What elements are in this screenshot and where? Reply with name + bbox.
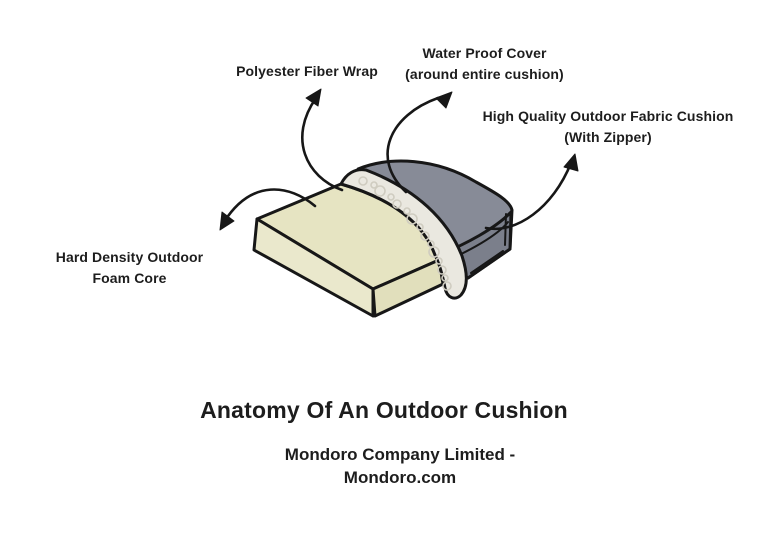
label-foam-core: Hard Density Outdoor Foam Core [55,249,204,286]
arrow-foam-core [219,188,317,231]
foam-core-left-face [252,217,375,318]
fiber-wrap-texture [358,176,452,291]
pointer-arrows [219,88,579,231]
arrow-water-proof [386,91,453,194]
arrow-fiber-wrap-curve [300,96,344,192]
arrow-foam-core-curve [222,188,317,224]
arrow-fabric-cushion-head-icon [563,153,579,172]
label-outdoor-fabric-cushion: High Quality Outdoor Fabric Cushion (Wit… [482,108,734,145]
arrow-fabric-cushion [484,153,579,231]
label-polyester-fiber-wrap: Polyester Fiber Wrap [236,63,378,79]
fiber-wrap-shape [339,168,468,300]
label-water-proof-cover: Water Proof Cover (around entire cushion… [405,45,564,82]
fabric-cover-seam-right [504,213,507,246]
diagram-title: Anatomy Of An Outdoor Cushion [200,397,568,423]
arrow-water-proof-curve [386,96,440,194]
arrow-water-proof-head-icon [435,91,453,109]
arrow-fabric-cushion-curve [484,161,573,231]
company-credit: Mondoro Company Limited - Mondoro.com [284,445,516,487]
arrow-foam-core-head-icon [219,211,235,231]
fabric-cover-seam-bottom [470,250,504,274]
arrow-fiber-wrap-head-icon [305,88,322,107]
arrow-fiber-wrap [300,88,344,192]
